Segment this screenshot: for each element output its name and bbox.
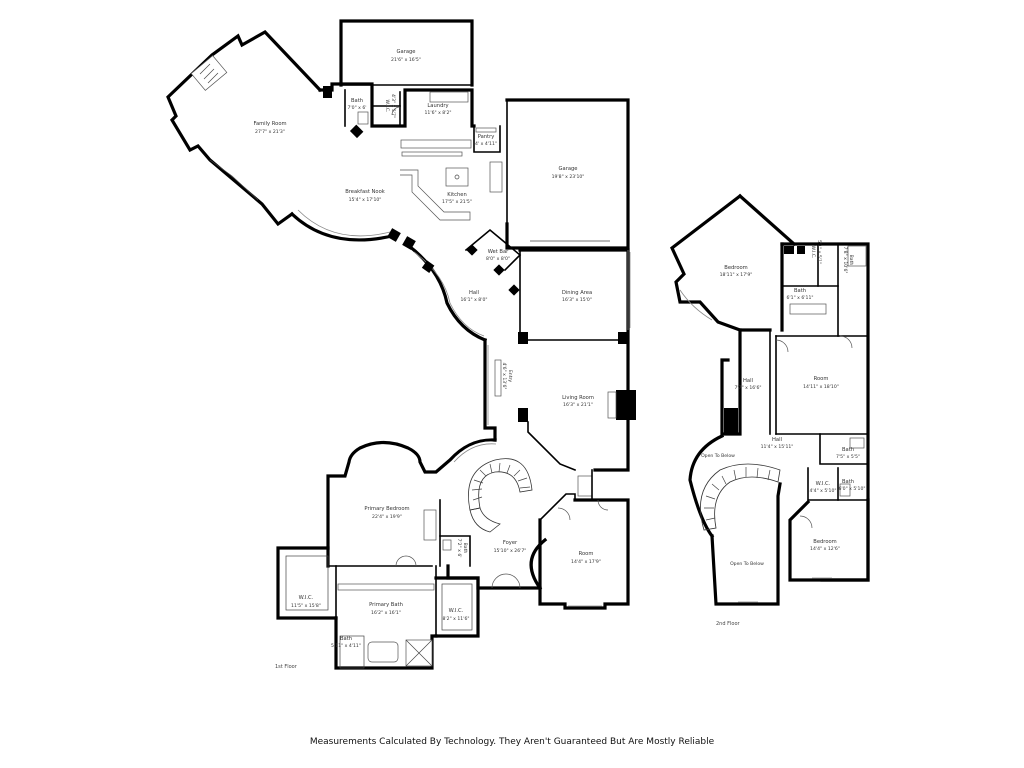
room-dims: 14'4" x 12'6" — [810, 546, 840, 552]
room-name: Room — [814, 376, 829, 382]
room-name: Laundry — [427, 103, 448, 109]
room-dims: 16'1" x 8'0" — [460, 297, 487, 303]
room-dims: 15'10" x 26'7" — [494, 548, 527, 554]
room-dims: 7'2" x 6' — [456, 538, 462, 557]
room-dims: 4' x 4'11" — [475, 141, 497, 147]
room-dims: 27'7" x 21'3" — [255, 129, 285, 135]
room-name: Room — [579, 551, 594, 557]
room-name: Bath — [842, 479, 854, 485]
room-dims: 16'3" x 21'1" — [563, 402, 593, 408]
room-dims: 18'11" x 17'9" — [720, 272, 753, 278]
room-dims: 7'8" x 10'6" — [842, 246, 848, 273]
room-name: Family Room — [253, 121, 286, 127]
room-name: Hall — [772, 437, 782, 443]
room-name: Primary Bedroom — [364, 506, 409, 512]
room-name: Bath — [340, 636, 352, 642]
measurement-disclaimer: Measurements Calculated By Technology. T… — [309, 737, 715, 747]
room-dims: 5'1" x 5'1" — [816, 240, 822, 264]
room-labels: Garage 21'6" x 16'5" Family Room 27'7" x… — [253, 49, 865, 670]
room-name: Foyer — [503, 540, 518, 546]
room-dims: 16'2" x 16'1" — [371, 610, 401, 616]
room-dims: 15'4" x 17'10" — [349, 197, 382, 203]
room-name: Primary Bath — [369, 602, 403, 608]
room-name: Bath — [794, 288, 806, 294]
room-dims: 11'5" x 15'8" — [291, 603, 321, 609]
room-name: Garage — [397, 49, 416, 55]
room-dims: 8'2" x 11'6" — [442, 616, 469, 622]
open-to-below-label: Open To Below — [701, 453, 735, 459]
room-name: Dining Area — [562, 290, 592, 296]
room-name: W.I.C. — [810, 246, 816, 259]
room-name: Bath — [842, 447, 854, 453]
room-name: Entry — [507, 370, 513, 383]
floor-label: 1st Floor — [275, 664, 298, 670]
second-floor-plan — [670, 193, 870, 606]
room-name: W.I.C. — [449, 608, 464, 614]
room-name: Wet Bar — [488, 249, 509, 255]
room-dims: 4'3" x 5'7" — [390, 94, 396, 118]
room-name: Garage — [559, 166, 578, 172]
room-dims: 17'5" x 21'5" — [442, 199, 472, 205]
room-name: W.I.C. — [816, 481, 831, 487]
room-name: W.I.C. — [384, 100, 390, 113]
first-floor-plan — [166, 19, 636, 670]
room-name: Pantry — [478, 134, 495, 140]
room-name: Bedroom — [724, 265, 747, 271]
room-name: Bedroom — [813, 539, 836, 545]
room-dims: 5'11" x 4'11" — [331, 643, 361, 649]
room-dims: 6'1" x 6'11" — [786, 295, 813, 301]
room-dims: 14'4" x 17'9" — [571, 559, 601, 565]
room-name: Breakfast Nook — [345, 189, 385, 195]
room-dims: 19'8" x 23'10" — [552, 174, 585, 180]
room-dims: 16'3" x 15'0" — [562, 297, 592, 303]
room-name: Kitchen — [447, 192, 467, 198]
room-name: Hall — [469, 290, 479, 296]
room-dims: 7'0" x 6' — [347, 105, 366, 111]
room-dims: 6'0" x 5'10" — [838, 486, 865, 492]
room-dims: 22'4" x 19'9" — [372, 514, 402, 520]
room-dims: 14'11" x 18'10" — [803, 384, 839, 390]
room-name: Living Room — [562, 395, 594, 401]
room-name: W.I.C. — [299, 595, 314, 601]
room-name: Hall — [743, 378, 753, 384]
floor-label: 2nd Floor — [716, 621, 740, 627]
room-dims: 7'5" x 5'5" — [836, 454, 860, 460]
room-name: Bath — [848, 255, 854, 266]
room-name: Bath — [351, 98, 363, 104]
room-dims: 4'4" x 5'10" — [809, 488, 836, 494]
room-dims: 11'6" x 8'2" — [424, 110, 451, 116]
room-dims: 4'6" x 13'6" — [501, 362, 507, 389]
room-name: Bath — [462, 543, 468, 554]
open-to-below-label: Open To Below — [730, 561, 764, 567]
room-dims: 8'0" x 8'0" — [486, 256, 510, 262]
room-dims: 7'7" x 16'6" — [734, 385, 761, 391]
room-dims: 21'6" x 16'5" — [391, 57, 421, 63]
room-dims: 11'4" x 15'11" — [761, 444, 794, 450]
